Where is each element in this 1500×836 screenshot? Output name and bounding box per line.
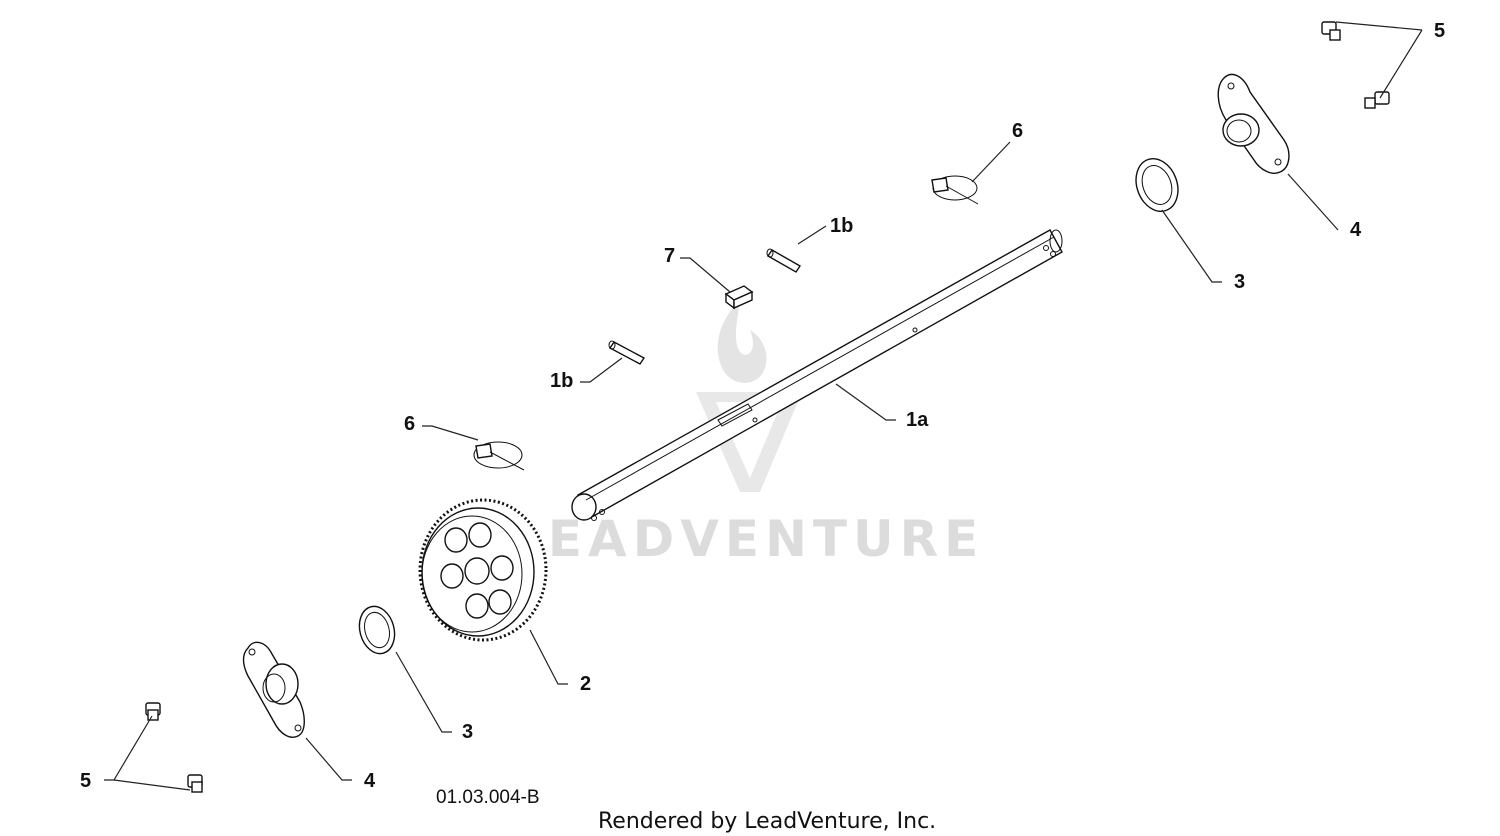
washer-bottom — [358, 605, 396, 655]
flange-bolt-top-2 — [1364, 91, 1390, 109]
callout-7: 7 — [664, 245, 675, 267]
drawing-number: 01.03.004-B — [436, 787, 540, 808]
callout-3-top: 3 — [1234, 271, 1245, 293]
callout-2: 2 — [580, 673, 591, 695]
washer-top — [1135, 158, 1179, 212]
watermark-flame-icon — [717, 300, 767, 383]
shaft-key — [724, 285, 754, 310]
roll-pin-top — [766, 248, 801, 273]
flange-bolt-top-1 — [1321, 21, 1341, 41]
callout-4-top: 4 — [1350, 219, 1362, 241]
callout-6-top: 6 — [1012, 120, 1023, 142]
axle-shaft — [571, 229, 1063, 521]
callout-1b-mid: 1b — [550, 370, 573, 392]
hairpin-clip-left — [473, 441, 525, 471]
callout-1b-top: 1b — [830, 215, 853, 237]
flange-bolt-bottom-2 — [187, 774, 203, 793]
callout-3-bottom: 3 — [462, 721, 473, 743]
hairpin-clip-top — [931, 175, 979, 205]
flange-bolt-bottom-1 — [145, 702, 161, 721]
callout-4-bottom: 4 — [364, 770, 376, 792]
callout-6-left: 6 — [404, 413, 415, 435]
bearing-flange-top — [1217, 73, 1290, 174]
callout-1a: 1a — [906, 409, 929, 431]
watermark: LEADVENTURE — [510, 300, 978, 568]
drive-gear — [418, 498, 548, 642]
callout-5-top: 5 — [1434, 20, 1445, 42]
callout-5-bottom: 5 — [80, 770, 91, 792]
footer-credit: Rendered by LeadVenture, Inc. — [598, 809, 936, 834]
leader-lines — [104, 21, 1423, 791]
roll-pin-mid — [608, 340, 646, 365]
bearing-flange-bottom — [242, 641, 305, 738]
